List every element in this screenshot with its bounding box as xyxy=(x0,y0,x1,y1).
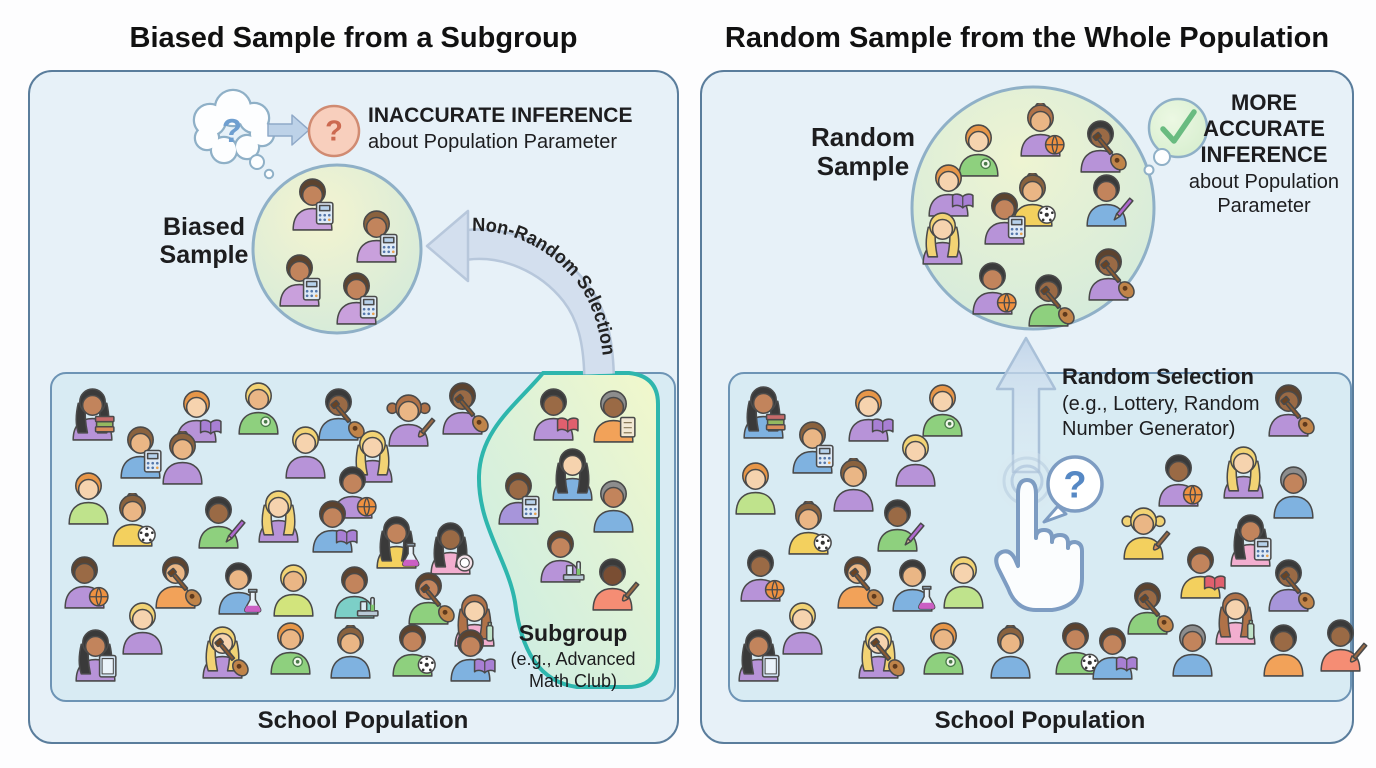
biased-sample-label: Biased Sample xyxy=(159,213,249,269)
inaccurate-inference-text: INACCURATE INFERENCE about Population Pa… xyxy=(368,104,668,154)
cursor-question-mark: ? xyxy=(1063,464,1087,507)
non-random-selection-label: Non-Random Selection xyxy=(472,215,619,357)
random-sample-circle xyxy=(910,85,1156,331)
random-sample-label: Random Sample xyxy=(811,122,915,181)
right-title: Random Sample from the Whole Population xyxy=(724,22,1330,54)
thought-bubble-icon xyxy=(192,88,276,180)
arrow-right-icon xyxy=(267,114,310,146)
inaccurate-question-icon xyxy=(307,104,361,158)
left-population-label: School Population xyxy=(257,707,469,734)
accurate-inference-text: MORE ACCURATE INFERENCE about Population… xyxy=(1188,90,1340,217)
up-arrow-icon xyxy=(995,336,1057,474)
right-population-label: School Population xyxy=(934,707,1146,734)
svg-text:Non-Random Selection: Non-Random Selection xyxy=(472,215,619,357)
inaccurate-inference-title: INACCURATE INFERENCE xyxy=(368,104,633,127)
inaccurate-question-mark: ? xyxy=(325,115,343,148)
curved-arrow-icon xyxy=(425,209,615,375)
cursor-hand-icon xyxy=(994,451,1104,612)
check-icon xyxy=(1143,97,1209,176)
thought-question-mark: ? xyxy=(221,112,243,149)
random-selection-text: Random Selection (e.g., Lottery, Random … xyxy=(1062,364,1260,441)
inaccurate-inference-subtitle: about Population Parameter xyxy=(368,131,618,154)
subgroup-label: Subgroup (e.g., Advanced Math Club) xyxy=(510,620,636,692)
left-title: Biased Sample from a Subgroup xyxy=(129,22,578,54)
